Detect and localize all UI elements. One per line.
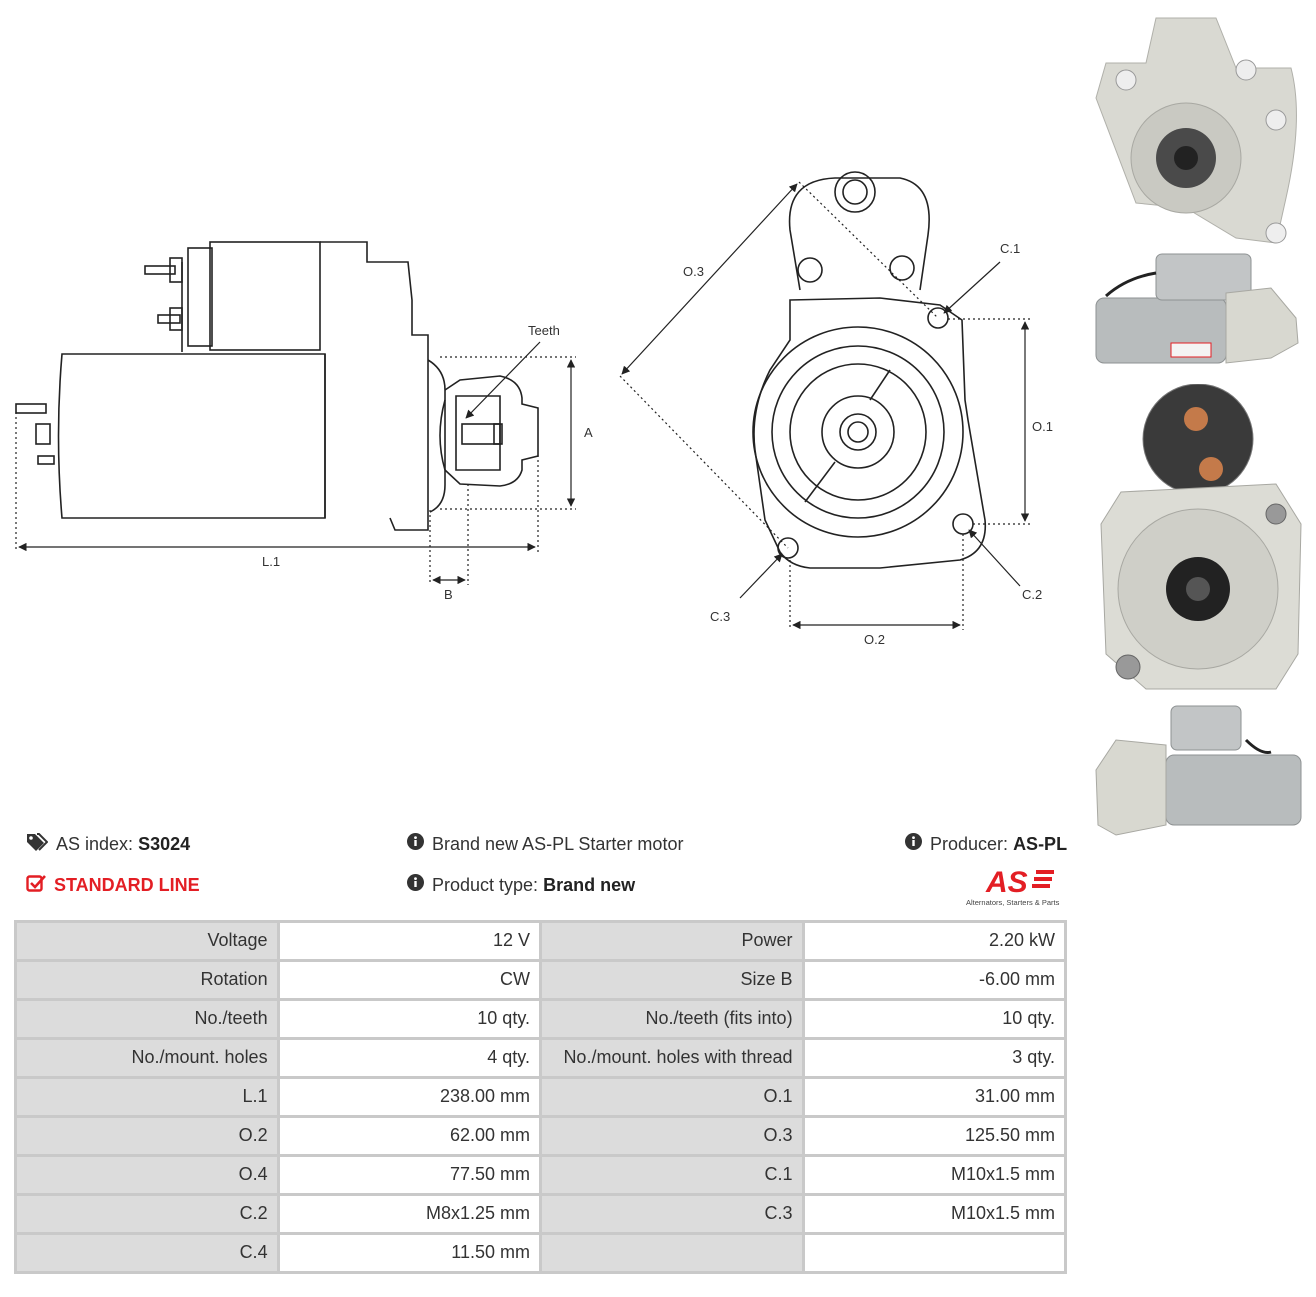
standard-line-text: STANDARD LINE <box>54 875 200 895</box>
standard-line: STANDARD LINE <box>26 874 200 897</box>
spec-value: M8x1.25 mm <box>276 1193 542 1235</box>
side-view <box>15 241 539 531</box>
spec-label: Size B <box>538 959 805 1001</box>
spec-label: C.1 <box>538 1154 805 1196</box>
spec-label: C.2 <box>14 1193 280 1235</box>
spec-label: No./teeth <box>14 998 280 1040</box>
front-view <box>752 171 987 569</box>
spec-value: 12 V <box>276 920 542 962</box>
label-o3: O.3 <box>683 264 704 279</box>
producer: Producer: AS-PL <box>905 833 1067 855</box>
spec-value: 3 qty. <box>801 1037 1068 1079</box>
info-icon <box>905 833 922 855</box>
description-text: Brand new AS-PL Starter motor <box>432 833 684 854</box>
spec-value: 10 qty. <box>801 998 1068 1040</box>
description: Brand new AS-PL Starter motor <box>407 833 683 855</box>
spec-value: 125.50 mm <box>801 1115 1068 1157</box>
label-o1: O.1 <box>1032 419 1053 434</box>
as-index: AS index: S3024 <box>26 833 190 856</box>
technical-drawing: Teeth A L.1 B O.1 O.2 O.3 C.1 C.2 C.3 <box>15 171 1053 647</box>
label-c2: C.2 <box>1022 587 1042 602</box>
spec-value: 77.50 mm <box>276 1154 542 1196</box>
photo-side-view-2 <box>1095 705 1302 836</box>
spec-value: 4 qty. <box>276 1037 542 1079</box>
spec-value: 31.00 mm <box>801 1076 1068 1118</box>
spec-label: O.4 <box>14 1154 280 1196</box>
spec-label: O.3 <box>538 1115 805 1157</box>
as-index-label: AS index: <box>56 834 134 854</box>
logo-text: AS <box>985 866 1028 899</box>
spec-value <box>801 1232 1068 1274</box>
label-teeth: Teeth <box>528 323 560 338</box>
label-l1: L.1 <box>262 554 280 569</box>
label-c3: C.3 <box>710 609 730 624</box>
spec-value: 11.50 mm <box>276 1232 542 1274</box>
spec-label: No./mount. holes <box>14 1037 280 1079</box>
spec-label: Voltage <box>14 920 280 962</box>
spec-value: 2.20 kW <box>801 920 1068 962</box>
spec-label: L.1 <box>14 1076 280 1118</box>
spec-label: C.3 <box>538 1193 805 1235</box>
producer-label: Producer: <box>930 833 1009 854</box>
label-a: A <box>584 425 593 440</box>
product-type-value: Brand new <box>543 874 636 895</box>
photo-front-view <box>1095 17 1297 244</box>
info-icon <box>407 874 424 896</box>
photo-rear-view <box>1100 384 1302 690</box>
label-c1: C.1 <box>1000 241 1020 256</box>
spec-value: 62.00 mm <box>276 1115 542 1157</box>
spec-value: -6.00 mm <box>801 959 1068 1001</box>
spec-label: O.1 <box>538 1076 805 1118</box>
product-type-label: Product type: <box>432 874 539 895</box>
spec-value: M10x1.5 mm <box>801 1154 1068 1196</box>
spec-label: No./mount. holes with thread <box>538 1037 805 1079</box>
spec-label: No./teeth (fits into) <box>538 998 805 1040</box>
spec-label: C.4 <box>14 1232 280 1274</box>
spec-value: 10 qty. <box>276 998 542 1040</box>
as-index-value: S3024 <box>138 834 191 854</box>
photo-side-view <box>1095 253 1299 364</box>
spec-label: Power <box>538 920 805 962</box>
product-type: Product type: Brand new <box>407 874 635 896</box>
spec-label <box>538 1232 805 1274</box>
info-icon <box>407 833 424 855</box>
spec-label: Rotation <box>14 959 280 1001</box>
spec-value: CW <box>276 959 542 1001</box>
spec-value: M10x1.5 mm <box>801 1193 1068 1235</box>
spec-label: O.2 <box>14 1115 280 1157</box>
label-o2: O.2 <box>864 632 885 647</box>
logo-tagline: Alternators, Starters & Parts <box>966 898 1060 907</box>
spec-value: 238.00 mm <box>276 1076 542 1118</box>
producer-value: AS-PL <box>1013 833 1068 854</box>
tags-icon <box>26 833 49 856</box>
check-square-icon <box>26 874 46 897</box>
as-pl-logo: AS Alternators, Starters & Parts <box>966 866 1060 907</box>
label-b: B <box>444 587 453 602</box>
product-photos <box>1086 8 1308 848</box>
